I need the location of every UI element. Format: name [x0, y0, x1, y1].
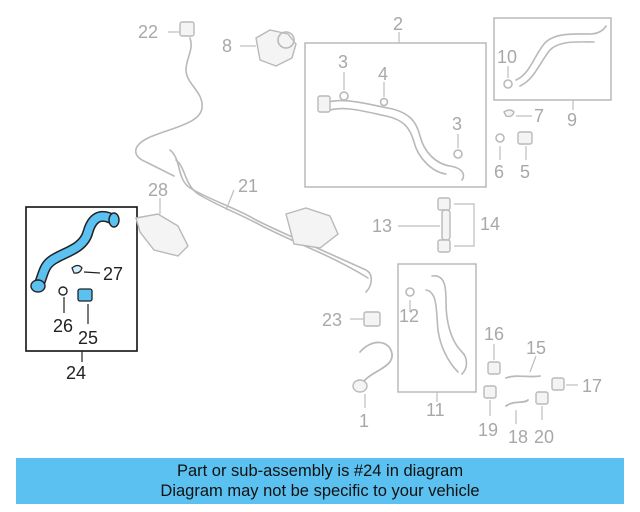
leader-15 [529, 355, 537, 373]
part-23-connector: 23 [322, 310, 381, 330]
box-9 [493, 17, 612, 101]
connector-22 [179, 21, 195, 37]
info-banner: Part or sub-assembly is #24 in diagram D… [16, 458, 624, 504]
callout-28[interactable]: 28 [148, 180, 168, 200]
callout-2[interactable]: 2 [393, 14, 403, 34]
valve-8 [255, 29, 297, 67]
callout-13[interactable]: 13 [372, 216, 392, 236]
part-9-group: 10 9 [493, 17, 612, 130]
hose-24[interactable] [36, 212, 118, 286]
part-8-valve: 8 [222, 29, 297, 67]
callout-10[interactable]: 10 [497, 47, 517, 67]
oring-6 [495, 133, 505, 143]
bracket-21 [285, 207, 339, 249]
parts-15-20: 15 16 17 18 19 20 [478, 324, 602, 447]
box-2 [304, 42, 487, 188]
part-21-pipe: 21 [169, 149, 373, 293]
oring-3a [339, 91, 349, 101]
part-11-group: 12 11 [397, 263, 477, 420]
clamp-20 [535, 391, 549, 405]
clamp-14-top [437, 197, 451, 211]
oring-4 [379, 97, 389, 107]
callout-27[interactable]: 27 [103, 264, 123, 284]
part-2-group: 2 3 4 3 [304, 14, 487, 188]
callout-4[interactable]: 4 [378, 64, 388, 84]
callout-20[interactable]: 20 [534, 427, 554, 447]
clamp-16 [487, 361, 501, 375]
sensor-25 [77, 288, 93, 302]
valve-8-port [277, 31, 295, 49]
assembly-24-group[interactable]: 27 26 25 24 [25, 206, 138, 383]
callout-9[interactable]: 9 [567, 110, 577, 130]
oring-3b [453, 149, 463, 159]
callout-22[interactable]: 22 [138, 22, 158, 42]
clamp-17 [551, 377, 565, 391]
callout-19[interactable]: 19 [478, 420, 498, 440]
hose-1-end [352, 379, 368, 393]
callout-5[interactable]: 5 [520, 162, 530, 182]
banner-line-1: Part or sub-assembly is #24 in diagram [176, 462, 464, 480]
callout-8[interactable]: 8 [222, 36, 232, 56]
callout-12[interactable]: 12 [399, 306, 419, 326]
hose-24-end-upper [108, 212, 120, 228]
callout-3a[interactable]: 3 [338, 52, 348, 72]
bracket-14 [454, 203, 475, 247]
leader-21 [225, 189, 235, 211]
callout-17[interactable]: 17 [582, 376, 602, 396]
housing-28 [135, 213, 189, 257]
flange-2 [317, 95, 331, 113]
connector-23 [363, 311, 381, 327]
callout-25[interactable]: 25 [78, 328, 98, 348]
callout-14[interactable]: 14 [480, 214, 500, 234]
hose-24-end-lower [30, 279, 46, 293]
sensor-5 [517, 131, 533, 145]
callout-3b[interactable]: 3 [452, 114, 462, 134]
callout-6[interactable]: 6 [494, 162, 504, 182]
leader-27 [83, 271, 101, 274]
part-1-hose: 1 [352, 341, 393, 431]
hose-18 [505, 399, 529, 407]
callout-1[interactable]: 1 [359, 411, 369, 431]
clamp-19 [483, 385, 497, 399]
callout-21[interactable]: 21 [238, 176, 258, 196]
oring-12 [405, 287, 415, 297]
callout-11[interactable]: 11 [426, 400, 445, 420]
parts-5-6-7: 7 6 5 [494, 106, 544, 182]
clamp-14-bottom [437, 239, 451, 253]
hose-15 [505, 375, 541, 379]
callout-18[interactable]: 18 [508, 427, 528, 447]
banner-line-2: Diagram may not be specific to your vehi… [160, 482, 480, 500]
oring-26 [58, 286, 68, 296]
callout-7[interactable]: 7 [534, 106, 544, 126]
clip-7 [503, 109, 515, 118]
callout-16[interactable]: 16 [484, 324, 504, 344]
callout-24[interactable]: 24 [66, 363, 86, 383]
part-28-housing: 28 [135, 180, 189, 257]
parts-13-14: 13 14 [372, 197, 500, 253]
oring-10 [503, 79, 513, 89]
hose-13 [441, 209, 451, 241]
callout-26[interactable]: 26 [53, 316, 73, 336]
clip-27 [71, 264, 83, 274]
part-22-pipe: 22 [134, 21, 203, 177]
callout-23[interactable]: 23 [322, 310, 342, 330]
callout-15[interactable]: 15 [526, 338, 546, 358]
